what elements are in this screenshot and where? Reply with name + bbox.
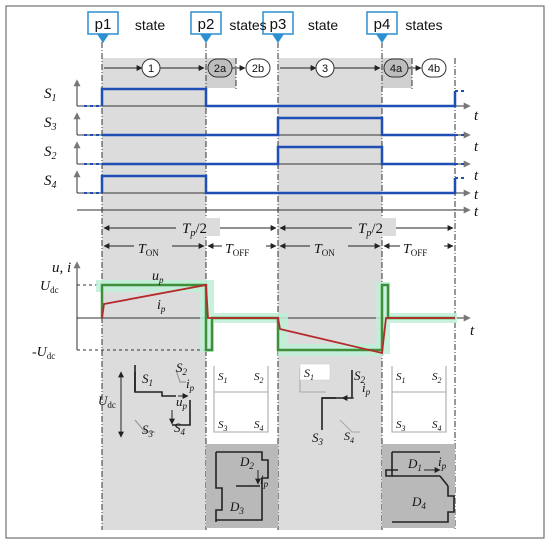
signal-wave-s3 <box>102 116 455 137</box>
tp-half-label: Tp/2 <box>176 218 220 239</box>
udc-positive-label: Udc <box>40 279 59 295</box>
circuit1-udc-label: Udc <box>98 393 116 410</box>
up-waveform-label: up <box>152 269 164 285</box>
svg-text:TON: TON <box>138 242 159 258</box>
waveform-y-axis-label: u, i <box>52 260 71 276</box>
ton-label: TON <box>134 238 172 258</box>
phase-header: state <box>135 17 166 33</box>
time-axis-label: t <box>474 204 479 220</box>
state-label: 4b <box>428 63 440 75</box>
circuit3-s2-label: S2 <box>354 368 366 385</box>
circuit-state-3: S1 S2 S3 S4 ip <box>299 363 371 447</box>
circuit4-s4-label: S4 <box>432 419 442 433</box>
signal-label-s4: S4 <box>44 173 57 191</box>
signal-label-s1: S1 <box>44 86 57 104</box>
phase-marker-p2: p2 <box>190 11 222 43</box>
svg-text:Tp/2: Tp/2 <box>182 221 207 239</box>
state-circle-4b: 4b <box>421 58 447 78</box>
phase-header: states <box>229 17 266 33</box>
phase-marker-label: p1 <box>95 16 112 33</box>
time-axis-label: t <box>474 187 479 203</box>
phase-marker-label: p4 <box>374 16 391 33</box>
outer-frame <box>5 5 545 539</box>
ip-waveform-label: ip <box>157 298 166 314</box>
signal-wave-s4 <box>100 174 457 195</box>
signal-wave-s1 <box>100 87 457 108</box>
svg-text:Tp/2: Tp/2 <box>358 221 383 239</box>
circuit3-s4-label: S4 <box>344 429 354 445</box>
state-label: 4a <box>390 63 403 75</box>
circuit1-s4-label: S4 <box>174 420 186 437</box>
circuit3-s1-label: S1 <box>304 366 314 382</box>
state-circle-4a: 4a <box>383 58 409 78</box>
circuit1-ip-label: ip <box>186 376 195 393</box>
ton-label: TON <box>310 238 348 258</box>
circuit-shade-4 <box>382 444 455 528</box>
ip-waveform <box>101 283 455 355</box>
circuit1-s1-label: S1 <box>142 371 153 388</box>
phase-marker-p1: p1 <box>87 11 119 43</box>
signal-label-s2: S2 <box>44 144 57 162</box>
circuit1-s2-label: S2 <box>176 360 188 377</box>
time-axis-label: t <box>474 108 479 124</box>
circuit2-s4-label: S4 <box>254 419 264 433</box>
state-circle-3: 3 <box>315 58 335 78</box>
toff-label: TOFF <box>222 238 266 258</box>
phase-header: state <box>308 17 339 33</box>
state-label: 2a <box>214 63 227 75</box>
circuit1-s3-label: S3 <box>142 422 154 439</box>
state-label: 2b <box>252 63 264 75</box>
circuit2-d3-label: D3 <box>229 499 244 516</box>
phase-marker-p4: p4 <box>366 11 398 43</box>
circuit-state-4: S1 S2 S3 S4 D1 D4 ip <box>385 366 455 523</box>
signal-waves <box>100 87 457 195</box>
circuit4-ip-label: ip <box>438 454 447 471</box>
circuit4-s2-label: S2 <box>432 371 442 385</box>
state-label: 3 <box>322 63 328 75</box>
circuit4-d4-label: D4 <box>411 494 426 511</box>
state-label: 1 <box>148 63 154 75</box>
phase-marker-label: p3 <box>270 16 287 33</box>
circuit3-s3-label: S3 <box>312 430 324 447</box>
waveform-time-axis-label: t <box>470 323 475 339</box>
circuit2-s2-label: S2 <box>254 371 264 385</box>
circuit3-ip-label: ip <box>362 380 371 397</box>
state-circle-2b: 2b <box>245 58 271 78</box>
phase-shade-3 <box>278 58 382 530</box>
time-axis-label: t <box>474 168 479 184</box>
state-circle-2a: 2a <box>207 58 233 78</box>
svg-text:TOFF: TOFF <box>225 242 249 258</box>
state-circle-1: 1 <box>141 58 161 78</box>
signal-wave-s2 <box>102 145 455 166</box>
svg-text:TON: TON <box>314 242 335 258</box>
tp-half-label: Tp/2 <box>352 218 396 239</box>
svg-text:TOFF: TOFF <box>403 242 427 258</box>
circuit2-s3-label: S3 <box>218 419 228 433</box>
signal-label-s3: S3 <box>44 115 57 133</box>
udc-negative-label: -Udc <box>32 345 55 361</box>
circuit2-s1-label: S1 <box>218 371 228 385</box>
circuit4-s1-label: S1 <box>396 371 406 385</box>
toff-label: TOFF <box>400 238 444 258</box>
phase-marker-label: p2 <box>198 16 215 33</box>
phase-marker-p3: p3 <box>262 11 294 43</box>
circuit2-d2-label: D2 <box>239 454 254 471</box>
circuit4-d1-label: D1 <box>407 456 422 473</box>
time-axis-label: t <box>474 139 479 155</box>
circuit1-up-label: up <box>176 394 188 411</box>
circuit2-ip-label: ip <box>260 472 269 489</box>
circuit-state-1: S1 S2 S3 S4 Udc ip up <box>98 360 195 439</box>
signal-wave-extensions <box>84 90 467 194</box>
phase-header: states <box>405 17 442 33</box>
circuit4-s3-label: S3 <box>396 419 406 433</box>
circuit-state-2: S1 S2 S3 S4 D2 D3 ip <box>213 366 269 522</box>
